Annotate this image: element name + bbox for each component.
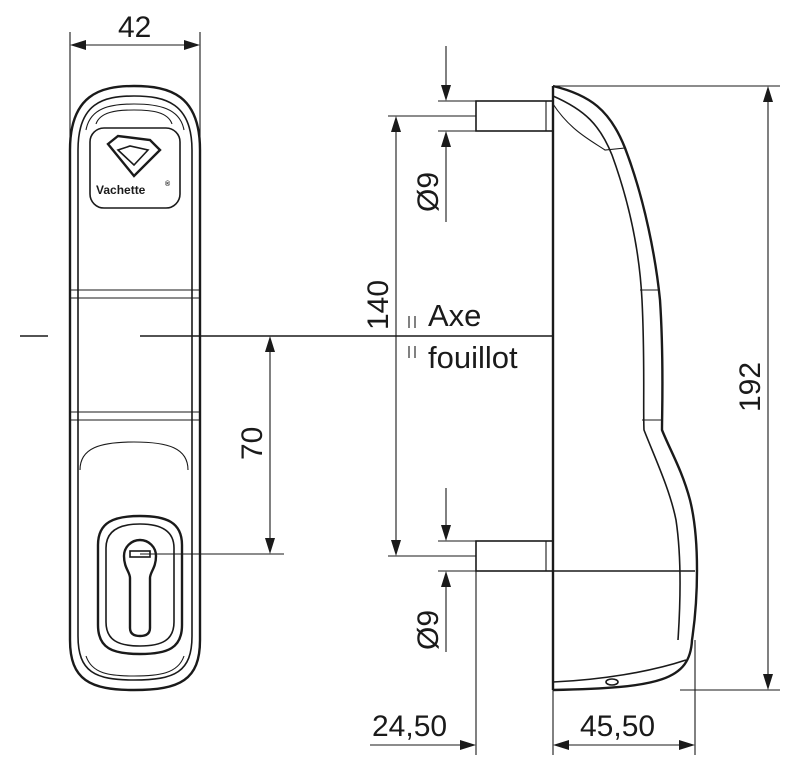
front-bottom-cap [85,655,185,677]
dim-label-diameter-upper: Ø9 [412,172,445,212]
side-handle-profile [552,84,699,692]
front-view: Vachette ® [68,84,202,692]
side-view [475,84,699,692]
axis-label: Axe fouillot [408,298,518,375]
axis-label-fouillot: fouillot [428,340,518,375]
front-top-cap-inner [95,109,173,125]
dimension-offset-70: 70 [140,336,284,555]
side-bottom-screw [605,678,619,686]
dimension-center-140: 140 [362,115,476,557]
dimension-diameter-lower: Ø9 [412,488,476,652]
dimension-height-192: 192 [553,85,780,691]
upper-fixing-stud [475,100,554,132]
dim-label-192: 192 [734,362,767,412]
cylinder-surround [96,514,184,656]
dimension-diameter-upper: Ø9 [412,46,476,222]
logo-registered-mark: ® [165,180,171,188]
dim-label-45-50: 45,50 [580,710,655,743]
dimension-depth-45-50: 45,50 [552,640,696,755]
front-lower-panel [79,441,189,471]
axis-label-axe: Axe [428,298,481,333]
side-handle-inner-profile [552,95,681,641]
logo-brand-text: Vachette [96,183,146,197]
front-inner-outline [77,95,193,681]
side-top-bevel [552,103,626,151]
dim-label-140: 140 [362,280,395,330]
dimension-width-42: 42 [69,11,201,150]
logo-plate [89,127,181,209]
cylinder-surround-inner [105,523,175,647]
dim-label-42: 42 [118,11,151,44]
side-bottom-curve [552,659,687,683]
euro-cylinder-icon [122,538,158,638]
dim-label-70: 70 [236,427,269,460]
lower-fixing-stud [475,540,554,572]
front-outer-outline [68,84,202,692]
front-top-cap [85,103,185,131]
dim-label-diameter-lower: Ø9 [412,610,445,650]
dim-label-24-50: 24,50 [372,710,447,743]
dimension-offset-24-50: 24,50 [370,571,477,755]
vachette-logo-icon [106,134,162,178]
